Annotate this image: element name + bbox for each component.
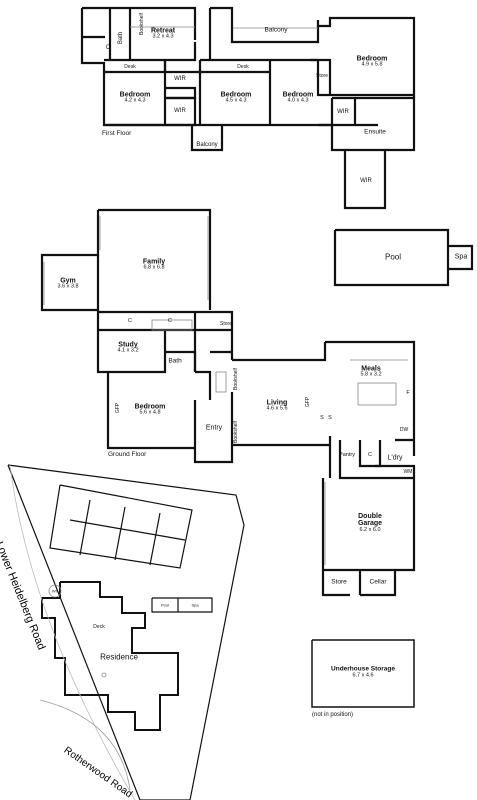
pantry-label: Pantry bbox=[339, 452, 355, 458]
room-name-2: Garage bbox=[357, 520, 383, 528]
room-bath-ground: Bath bbox=[168, 357, 182, 365]
room-dim: 4.6 x 5.6 bbox=[266, 405, 288, 412]
room-gym: Gym 3.6 x 3.8 bbox=[57, 277, 78, 290]
room-dim: 6.2 x 6.0 bbox=[359, 526, 381, 533]
room-dim: 5.6 x 4.8 bbox=[139, 409, 161, 416]
not-in-position-note: (not in position) bbox=[312, 712, 354, 718]
bookshelf-ground-2: Bookshelf bbox=[233, 421, 239, 443]
desk-left: Desk bbox=[124, 64, 136, 70]
gfp-mark-living: GFP bbox=[305, 396, 311, 408]
bookshelf-ground: Bookshelf bbox=[233, 368, 239, 390]
room-bedroom-ground: Bedroom 5.6 x 4.8 bbox=[135, 403, 166, 416]
room-dim: 4.0 x 4.3 bbox=[287, 97, 309, 104]
wir-mid: WIR bbox=[174, 108, 186, 114]
room-name: Bedroom bbox=[356, 55, 388, 63]
room-name: Living bbox=[266, 399, 288, 407]
store-first: Store bbox=[316, 73, 328, 79]
room-name: Bedroom bbox=[134, 403, 166, 411]
room-garage: Double Garage 6.2 x 6.0 bbox=[358, 513, 382, 533]
c-mark-family-2: C bbox=[168, 318, 172, 324]
s-mark-2: S bbox=[328, 415, 332, 421]
room-dim: 6.7 x 4.6 bbox=[352, 672, 374, 679]
room-name: Underhouse Storage bbox=[331, 665, 395, 673]
room-dim: 3.2 x 4.3 bbox=[152, 33, 174, 40]
caption-ground-floor: Ground Floor bbox=[108, 451, 147, 458]
room-name: Retreat bbox=[150, 27, 176, 35]
pool-label: Pool bbox=[384, 252, 402, 262]
room-name: Bedroom bbox=[282, 91, 314, 99]
label-balcony-top: Balcony bbox=[264, 26, 288, 35]
laundry-label: L'dry bbox=[387, 454, 403, 462]
room-name: Family bbox=[142, 258, 166, 266]
balcony-bottom: Balcony bbox=[196, 142, 218, 148]
storage-box bbox=[311, 639, 415, 708]
site-pool-label: Pool bbox=[160, 602, 170, 608]
wm-mark: WM bbox=[403, 469, 413, 475]
room-dim: 6.8 x 6.8 bbox=[143, 264, 165, 271]
wir-left: WIR bbox=[174, 76, 186, 82]
room-dim: 3.6 x 3.8 bbox=[57, 283, 79, 290]
site-spa-label: Spa bbox=[191, 602, 199, 608]
entry-label: Entry bbox=[205, 424, 223, 432]
room-dim: 4.5 x 4.3 bbox=[225, 97, 247, 104]
ensuite: Ensuite bbox=[364, 128, 386, 136]
room-name: Double bbox=[358, 512, 382, 520]
room-bath-first: Bath bbox=[118, 31, 124, 45]
room-bedroom-c: Bedroom 4.0 x 4.3 bbox=[283, 91, 314, 104]
wir-bottom: WIR bbox=[360, 178, 372, 184]
room-bedroom-a: Bedroom 4.2 x 4.3 bbox=[120, 91, 151, 104]
garage-store-label: Store bbox=[331, 578, 347, 586]
room-name: Meals bbox=[361, 365, 381, 373]
balcony-name: Balcony bbox=[264, 26, 288, 34]
gfp-mark-bedroom: GFP bbox=[115, 402, 121, 414]
f-mark: F bbox=[406, 390, 410, 396]
room-dim: 4.1 x 3.2 bbox=[117, 347, 139, 354]
room-family: Family 6.8 x 6.8 bbox=[143, 258, 165, 271]
room-retreat: Retreat 3.2 x 4.3 bbox=[151, 27, 175, 40]
road-lower-heidelberg: Lower Heidelberg Road bbox=[0, 540, 48, 652]
room-dim: 5.8 x 3.2 bbox=[360, 371, 382, 378]
residence-footprint bbox=[41, 581, 179, 731]
road-rotherwood: Rotherwood Road bbox=[61, 745, 135, 800]
room-underhouse-storage: Underhouse Storage 6.7 x 4.6 bbox=[331, 665, 395, 680]
site-plan-lines bbox=[7, 464, 245, 800]
c-mark-pantry: C bbox=[368, 452, 372, 458]
ground-floor-walls bbox=[40, 208, 474, 597]
c-mark-family: C bbox=[128, 318, 132, 324]
s-mark-1: S bbox=[320, 415, 324, 421]
room-name: Study bbox=[118, 341, 138, 349]
bookshelf-first: Bookshelf bbox=[139, 13, 145, 35]
room-dim: 4.9 x 5.8 bbox=[361, 61, 383, 68]
caption-first-floor: First Floor bbox=[102, 130, 132, 137]
room-bedroom-b: Bedroom 4.5 x 4.3 bbox=[221, 91, 252, 104]
wt-label: WT bbox=[51, 588, 59, 594]
spa-label: Spa bbox=[454, 253, 468, 261]
desk-mid: Desk bbox=[237, 64, 249, 70]
room-dim: 4.2 x 4.3 bbox=[124, 97, 146, 104]
deck-label: Deck bbox=[93, 624, 105, 630]
dw-mark: DW bbox=[399, 427, 409, 433]
room-name: Bedroom bbox=[119, 91, 151, 99]
room-study: Study 4.1 x 3.2 bbox=[117, 341, 138, 354]
room-name: Bedroom bbox=[220, 91, 252, 99]
room-meals: Meals 5.8 x 3.2 bbox=[360, 365, 381, 378]
room-bedroom-main: Bedroom 4.9 x 5.8 bbox=[357, 55, 388, 68]
cellar-label: Cellar bbox=[369, 578, 387, 586]
residence-label: Residence bbox=[100, 652, 138, 662]
room-name: Gym bbox=[60, 277, 76, 285]
wir-right: WIR bbox=[337, 109, 349, 115]
store-ground: Store bbox=[220, 321, 232, 327]
room-living: Living 4.6 x 5.6 bbox=[266, 399, 287, 412]
c-mark-first: C bbox=[105, 45, 111, 51]
first-floor-walls bbox=[80, 6, 416, 210]
